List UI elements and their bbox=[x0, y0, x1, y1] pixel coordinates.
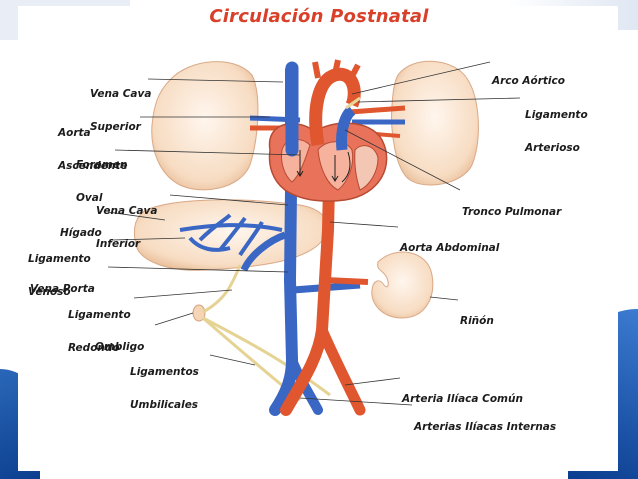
label-line: Aorta bbox=[58, 127, 91, 139]
label-line: Inferior bbox=[96, 238, 141, 250]
label-line: Ligamento bbox=[525, 109, 588, 121]
kidney bbox=[371, 251, 434, 319]
label-ligamento-arterioso: Ligamento Arterioso bbox=[525, 88, 588, 165]
label-line: Arterias Ilíacas Internas bbox=[414, 421, 557, 433]
label-line: Tronco Pulmonar bbox=[462, 206, 562, 218]
umbilical-ligament-right bbox=[202, 316, 331, 397]
label-line: Aorta Abdominal bbox=[400, 242, 500, 254]
label-line: Vena Porta bbox=[30, 283, 95, 295]
label-arteria-iliaca-comun: Arteria Ilíaca Común bbox=[402, 372, 523, 416]
label-rinon: Riñón bbox=[460, 294, 494, 338]
aortic-arch bbox=[309, 67, 361, 147]
label-line: Riñón bbox=[460, 315, 494, 327]
label-line: Ascendente bbox=[58, 160, 128, 172]
pulmonary-trunk bbox=[336, 105, 356, 151]
label-ligamentos-umbilicales: Ligamentos Umbilicales bbox=[130, 345, 199, 422]
label-line: Arteria Ilíaca Común bbox=[402, 393, 523, 405]
label-line: Ligamento bbox=[68, 309, 131, 321]
label-line: Vena Cava bbox=[90, 88, 152, 100]
label-line: Arterioso bbox=[525, 142, 580, 154]
portal-vein bbox=[240, 231, 287, 272]
label-ligamento-venoso: Ligamento Venoso bbox=[28, 232, 91, 309]
leader-lines bbox=[107, 61, 521, 406]
diagram-title: Circulación Postnatal bbox=[209, 6, 429, 27]
label-aorta-ascendente: Aorta Ascendente bbox=[58, 106, 127, 183]
label-ombligo: Ombligo bbox=[95, 320, 144, 364]
label-line: Venoso bbox=[28, 286, 71, 298]
label-vena-cava-inferior: Vena Cava Inferior bbox=[96, 184, 157, 261]
label-vena-cava-superior: Vena Cava Superior bbox=[90, 67, 151, 144]
label-vena-porta: Vena Porta bbox=[30, 262, 95, 306]
label-line: Ligamento bbox=[28, 253, 91, 265]
label-foramen-oval: Foramen Oval bbox=[76, 138, 127, 215]
label-line: Oval bbox=[76, 192, 103, 204]
right-lung bbox=[391, 60, 479, 186]
label-higado: Hígado bbox=[60, 206, 102, 250]
hepatic-veins bbox=[179, 213, 283, 257]
label-line: Hígado bbox=[60, 227, 102, 239]
round-ligament bbox=[202, 264, 242, 314]
label-tronco-pulmonar: Tronco Pulmonar bbox=[462, 185, 561, 229]
label-aorta-abdominal: Aorta Abdominal bbox=[400, 221, 499, 265]
label-line: Redondo bbox=[68, 342, 120, 354]
label-line: Ligamentos bbox=[130, 366, 199, 378]
label-line: Umbilicales bbox=[130, 399, 199, 411]
label-line: Arco Aórtico bbox=[492, 75, 565, 87]
inferior-vena-cava bbox=[269, 64, 299, 416]
label-ligamento-redondo: Ligamento Redondo bbox=[68, 288, 131, 365]
label-line: Foramen bbox=[76, 159, 128, 171]
label-arco-aortico: Arco Aórtico bbox=[492, 54, 565, 98]
label-arterias-iliacas-internas: Arterias Ilíacas Internas bbox=[414, 400, 556, 444]
label-line: Vena Cava bbox=[96, 205, 158, 217]
label-line: Superior bbox=[90, 121, 141, 133]
label-line: Ombligo bbox=[95, 341, 145, 353]
left-lung bbox=[151, 61, 259, 191]
